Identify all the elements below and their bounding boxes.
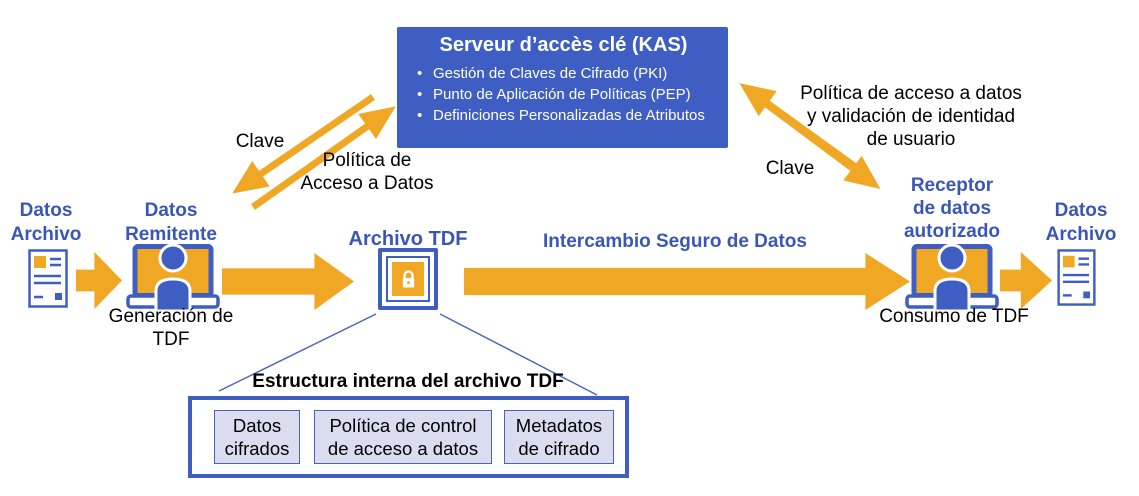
consumption-label: Consumo de TDF <box>879 306 1029 327</box>
computer-user-icon <box>905 243 999 317</box>
kas-bullet: Gestión de Claves de Cifrado (PKI) <box>411 63 716 84</box>
flow-arrow-sender-to-tdf <box>222 253 354 310</box>
source-file-label: Datos Archivo <box>10 200 82 245</box>
secure-exchange-label: Intercambio Seguro de Datos <box>543 231 807 252</box>
structure-box: Datos cifrados Política de control de ac… <box>188 396 629 478</box>
kas-title: Serveur d’accès clé (KAS) <box>439 34 688 56</box>
kas-bullet: Definiciones Personalizadas de Atributos <box>411 105 716 126</box>
flow-arrow-file-to-sender <box>76 252 122 309</box>
flow-arrow-receiver-to-file <box>1000 252 1052 309</box>
kas-server-box: Serveur d’accès clé (KAS) Gestión de Cla… <box>397 27 728 148</box>
right-policy-label: Política de acceso a datos y validación … <box>800 83 1022 150</box>
document-icon <box>28 249 68 308</box>
left-policy-label: Política de Acceso a Datos <box>300 150 434 194</box>
flow-arrow-secure-exchange <box>464 253 910 310</box>
structure-item-encrypted-data: Datos cifrados <box>214 410 300 464</box>
generation-label: Generación de TDF <box>108 306 234 350</box>
kas-bullet-list: Gestión de Claves de Cifrado (PKI) Punto… <box>411 63 716 126</box>
destination-file-label: Datos Archivo <box>1045 200 1117 245</box>
receiver-label: Receptor de datos autorizado <box>903 175 1001 242</box>
document-icon <box>1056 249 1097 306</box>
structure-item-access-policy: Política de control de acceso a datos <box>314 410 492 464</box>
computer-user-icon <box>126 243 220 317</box>
sender-label: Datos Remitente <box>125 200 217 245</box>
tdf-file-label: Archivo TDF <box>348 228 468 250</box>
left-key-label: Clave <box>235 131 285 152</box>
structure-title: Estructura interna del archivo TDF <box>252 371 564 392</box>
kas-bullet: Punto de Aplicación de Políticas (PEP) <box>411 84 716 105</box>
structure-item-encryption-metadata: Metadatos de cifrado <box>504 410 614 464</box>
right-key-label: Clave <box>765 158 815 179</box>
tdf-lock-icon <box>378 248 438 310</box>
